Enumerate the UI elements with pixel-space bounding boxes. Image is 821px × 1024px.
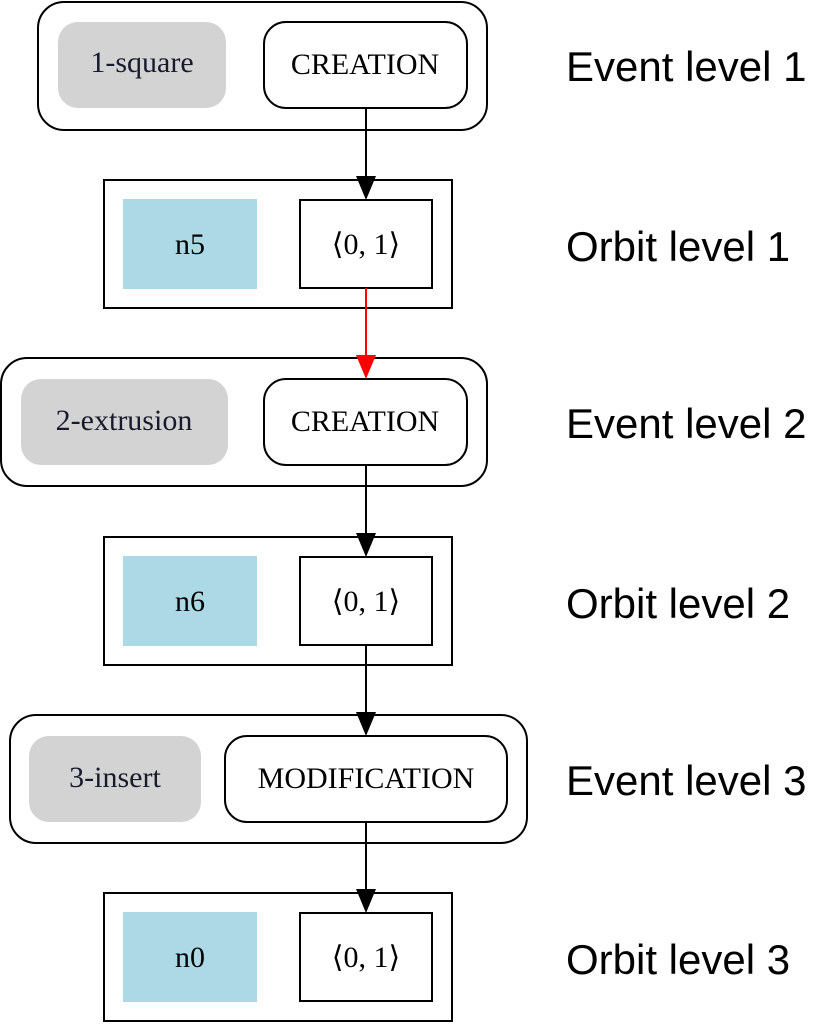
orbit-2-orbit: ⟨0, 1⟩ [332,585,400,618]
edge-event2-orbit2 [356,465,376,557]
edge-event1-orbit1 [356,108,376,200]
orbit-1-node: n5 [175,228,205,261]
orbit-level-3: n0 ⟨0, 1⟩ [103,892,453,1022]
arrowhead-icon [356,355,376,379]
edge-orbit2-event3 [356,645,376,736]
orbit-2-node-box [123,556,257,646]
orbit-3-node-box [123,912,257,1002]
event-2-name: 2-extrusion [56,404,193,437]
arrowhead-icon [356,533,376,557]
orbit-1-orbit: ⟨0, 1⟩ [332,228,400,261]
event-2-kind: CREATION [291,405,439,438]
orbit-3-orbit: ⟨0, 1⟩ [332,941,400,974]
level-label-orbit-1: Orbit level 1 [566,223,790,270]
level-labels: Event level 1 Orbit level 1 Event level … [566,43,806,983]
event-level-1: 1-square CREATION [37,1,488,131]
event-2-name-box [21,379,228,465]
orbit-2-orbit-box [299,556,433,646]
event-level-3: 3-insert MODIFICATION [9,714,528,844]
event-1-name: 1-square [90,46,193,79]
level-label-orbit-3: Orbit level 3 [566,936,790,983]
level-label-event-3: Event level 3 [566,757,806,804]
edge-orbit1-event2 [356,288,376,379]
level-label-event-2: Event level 2 [566,400,806,447]
arrowhead-icon [356,712,376,736]
event-3-name: 3-insert [69,761,161,794]
level-label-event-1: Event level 1 [566,43,806,90]
orbit-1-node-box [123,199,257,289]
orbit-3-node: n0 [175,941,205,974]
event-1-name-box [58,22,226,108]
event-1-kind: CREATION [291,48,439,81]
arrowhead-icon [356,889,376,913]
orbit-level-2: n6 ⟨0, 1⟩ [103,536,453,666]
event-level-2: 2-extrusion CREATION [0,357,488,487]
orbit-1-orbit-box [299,199,433,289]
event-3-name-box [29,736,201,822]
level-label-orbit-2: Orbit level 2 [566,580,790,627]
edge-event3-orbit3 [356,822,376,913]
arrowhead-icon [356,176,376,200]
event-3-kind: MODIFICATION [258,762,475,795]
orbit-level-1: n5 ⟨0, 1⟩ [103,179,453,309]
orbit-2-node: n6 [175,585,205,618]
